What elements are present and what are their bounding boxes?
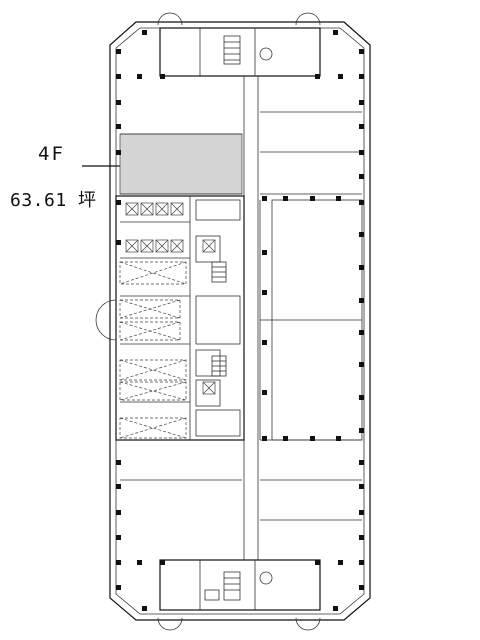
bottom-stair: [223, 571, 241, 601]
bottom-core: [159, 559, 321, 611]
leased-area: [119, 133, 243, 195]
elevator-bank-upper: [125, 202, 184, 216]
area-label: 63.61 坪: [10, 190, 97, 211]
top-stair: [223, 35, 241, 65]
side-entrance: [95, 299, 117, 341]
service-core: [115, 195, 245, 441]
elevator-bank-lower: [125, 239, 184, 253]
bottom-right-bay: [295, 617, 321, 631]
core-stair-lower: [211, 355, 227, 377]
floor-label: 4F: [38, 143, 65, 165]
structural-columns: [116, 30, 364, 611]
bottom-left-bay: [157, 617, 183, 631]
mechanical-shafts: [119, 261, 187, 439]
building-outline: [109, 21, 371, 621]
top-left-bay: [157, 12, 183, 26]
core-stair-upper: [211, 261, 227, 283]
top-right-bay: [295, 12, 321, 26]
top-core: [159, 27, 321, 77]
